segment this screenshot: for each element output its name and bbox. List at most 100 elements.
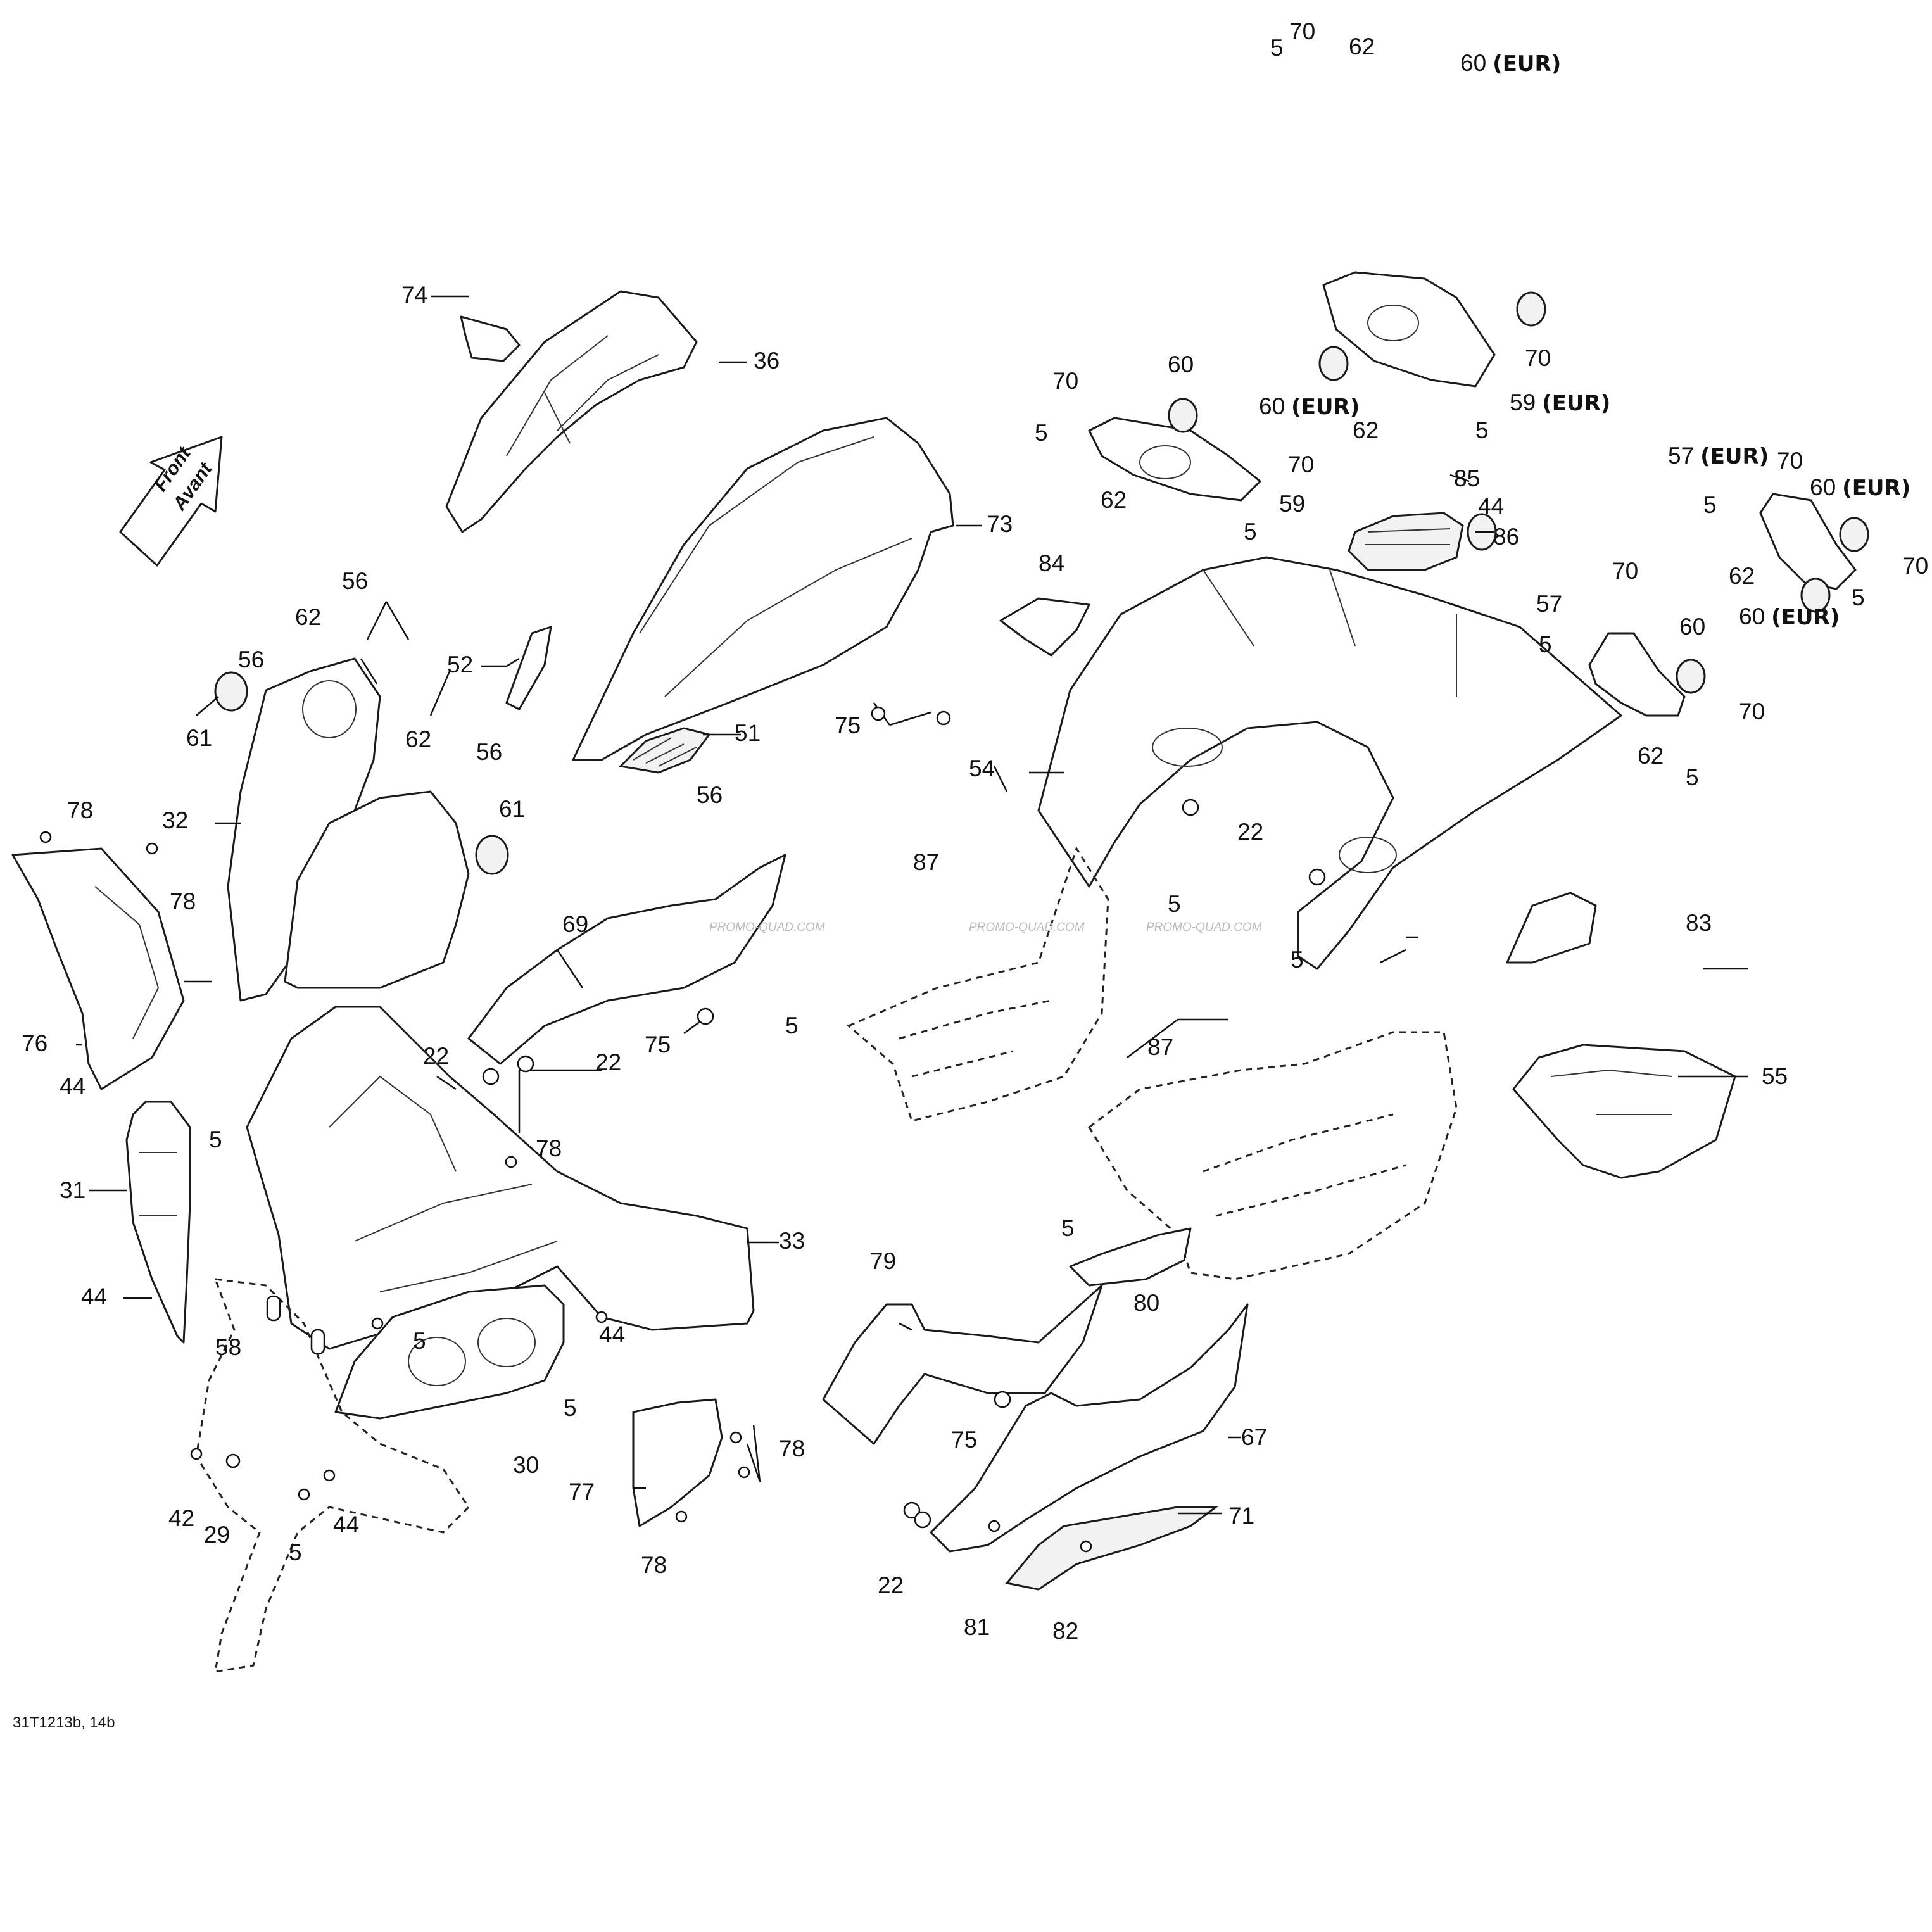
callout-51: 51	[735, 720, 761, 746]
callout-5f: 5	[1475, 417, 1489, 443]
callout-82: 82	[1052, 1618, 1078, 1644]
callout-number: 70	[1612, 558, 1638, 584]
callout-75c: 75	[951, 1427, 977, 1453]
part-71-bracket	[1005, 1506, 1219, 1591]
callout-number: 87	[913, 849, 939, 875]
callout-number: 59	[1279, 491, 1305, 517]
callout-number: 70	[1289, 18, 1315, 44]
callout-number: 22	[423, 1043, 449, 1069]
part-74-cap	[460, 315, 521, 362]
callout-number: 76	[22, 1030, 47, 1056]
part-32-headlight-housing	[227, 657, 470, 1002]
callout-number: 70	[1739, 698, 1765, 724]
callout-42: 42	[168, 1505, 194, 1531]
callout-5i: 5	[1168, 891, 1181, 917]
callout-22b: 22	[595, 1049, 621, 1075]
callout-number: 80	[1133, 1290, 1159, 1316]
callout-number: 33	[779, 1228, 805, 1254]
callout-number: 5	[413, 1328, 426, 1354]
part-79-side-panel	[822, 1284, 1103, 1445]
callout-60b: 60(EUR)	[1259, 393, 1360, 420]
callout-number: 78	[779, 1436, 805, 1462]
callout-54: 54	[969, 755, 995, 781]
callout-75a: 75	[835, 712, 861, 738]
callout-5p: 5	[1686, 764, 1699, 790]
part-61-reflector-right	[475, 835, 509, 875]
part-52-bracket	[505, 626, 552, 710]
watermark-1: PROMO-QUAD.COM	[709, 921, 825, 934]
callout-number: 62	[1353, 417, 1379, 443]
part-54-rear-fender	[1037, 556, 1622, 970]
callout-5h: 5	[1244, 519, 1257, 545]
part-60-reflector-c	[1676, 659, 1706, 694]
callout-22a: 22	[423, 1043, 449, 1069]
part-33-front-fender	[246, 1006, 755, 1350]
callout-number: 59	[1510, 389, 1536, 415]
callout-number: 62	[1101, 487, 1127, 513]
callout-number: 44	[599, 1322, 625, 1348]
callout-78c: 78	[536, 1135, 562, 1161]
part-60-reflector	[1168, 398, 1198, 433]
part-36-front-top-cover	[445, 290, 698, 533]
callout-5b: 5	[413, 1328, 426, 1354]
callout-number: 30	[513, 1452, 539, 1478]
watermark-2: PROMO-QUAD.COM	[969, 921, 1085, 934]
callout-70b: 70	[1525, 345, 1551, 371]
callout-31: 31	[60, 1177, 85, 1203]
callout-number: 62	[1729, 563, 1755, 589]
callout-number: 5	[289, 1539, 302, 1565]
callout-number: 62	[295, 604, 321, 630]
watermark-3: PROMO-QUAD.COM	[1146, 921, 1262, 934]
callout-77: 77	[569, 1479, 595, 1505]
callout-57b: 57	[1536, 591, 1562, 617]
callout-number: 5	[209, 1127, 222, 1152]
callout-number: 69	[562, 911, 588, 937]
callout-79: 79	[870, 1248, 896, 1274]
callout-number: 62	[1638, 743, 1664, 769]
callout-70c: 70	[1052, 368, 1078, 394]
callout-5l: 5	[1061, 1215, 1075, 1241]
callout-22d: 22	[878, 1572, 904, 1598]
callout-number: 61	[186, 725, 212, 751]
callout-number: 5	[1035, 420, 1048, 446]
callout-number: 5	[785, 1013, 799, 1039]
callout-number: 52	[447, 652, 473, 678]
callout-number: 70	[1052, 368, 1078, 394]
callout-69: 69	[562, 911, 588, 937]
callout-81: 81	[964, 1614, 990, 1640]
callout-61a: 61	[186, 725, 212, 751]
callout-62f: 62	[1729, 563, 1755, 589]
callout-44c: 44	[599, 1322, 625, 1348]
callout-region-suffix: (EUR)	[1700, 444, 1769, 469]
callout-number: 57	[1668, 443, 1694, 469]
callout-5c: 5	[564, 1395, 577, 1421]
callout-number: 54	[969, 755, 995, 781]
callout-number: 78	[170, 888, 196, 914]
callout-57a: 57(EUR)	[1668, 443, 1769, 469]
callout-70g: 70	[1612, 558, 1638, 584]
callout-number: 44	[81, 1284, 107, 1310]
callout-number: 87	[1147, 1034, 1173, 1060]
callout-number: 74	[401, 282, 427, 308]
callout-number: 85	[1454, 465, 1480, 491]
callout-number: 70	[1525, 345, 1551, 371]
callout-5m: 5	[1703, 492, 1717, 518]
callout-60d: 60(EUR)	[1810, 474, 1910, 501]
callout-62b: 62	[405, 726, 431, 752]
callout-number: 78	[536, 1135, 562, 1161]
callout-85: 85	[1454, 465, 1480, 491]
callout-80: 80	[1133, 1290, 1159, 1316]
part-69-side-rail	[467, 854, 786, 1065]
callout-33: 33	[779, 1228, 805, 1254]
callout-70e: 70	[1777, 448, 1803, 474]
callout-5g: 5	[1035, 420, 1048, 446]
callout-55: 55	[1762, 1063, 1788, 1089]
callout-number: 57	[1536, 591, 1562, 617]
callout-60a: 60(EUR)	[1460, 50, 1561, 77]
part-60-reflector-eur-c	[1839, 517, 1869, 552]
callout-44e: 44	[1478, 493, 1504, 519]
callout-87a: 87	[913, 849, 939, 875]
callout-region-suffix: (EUR)	[1291, 395, 1360, 420]
